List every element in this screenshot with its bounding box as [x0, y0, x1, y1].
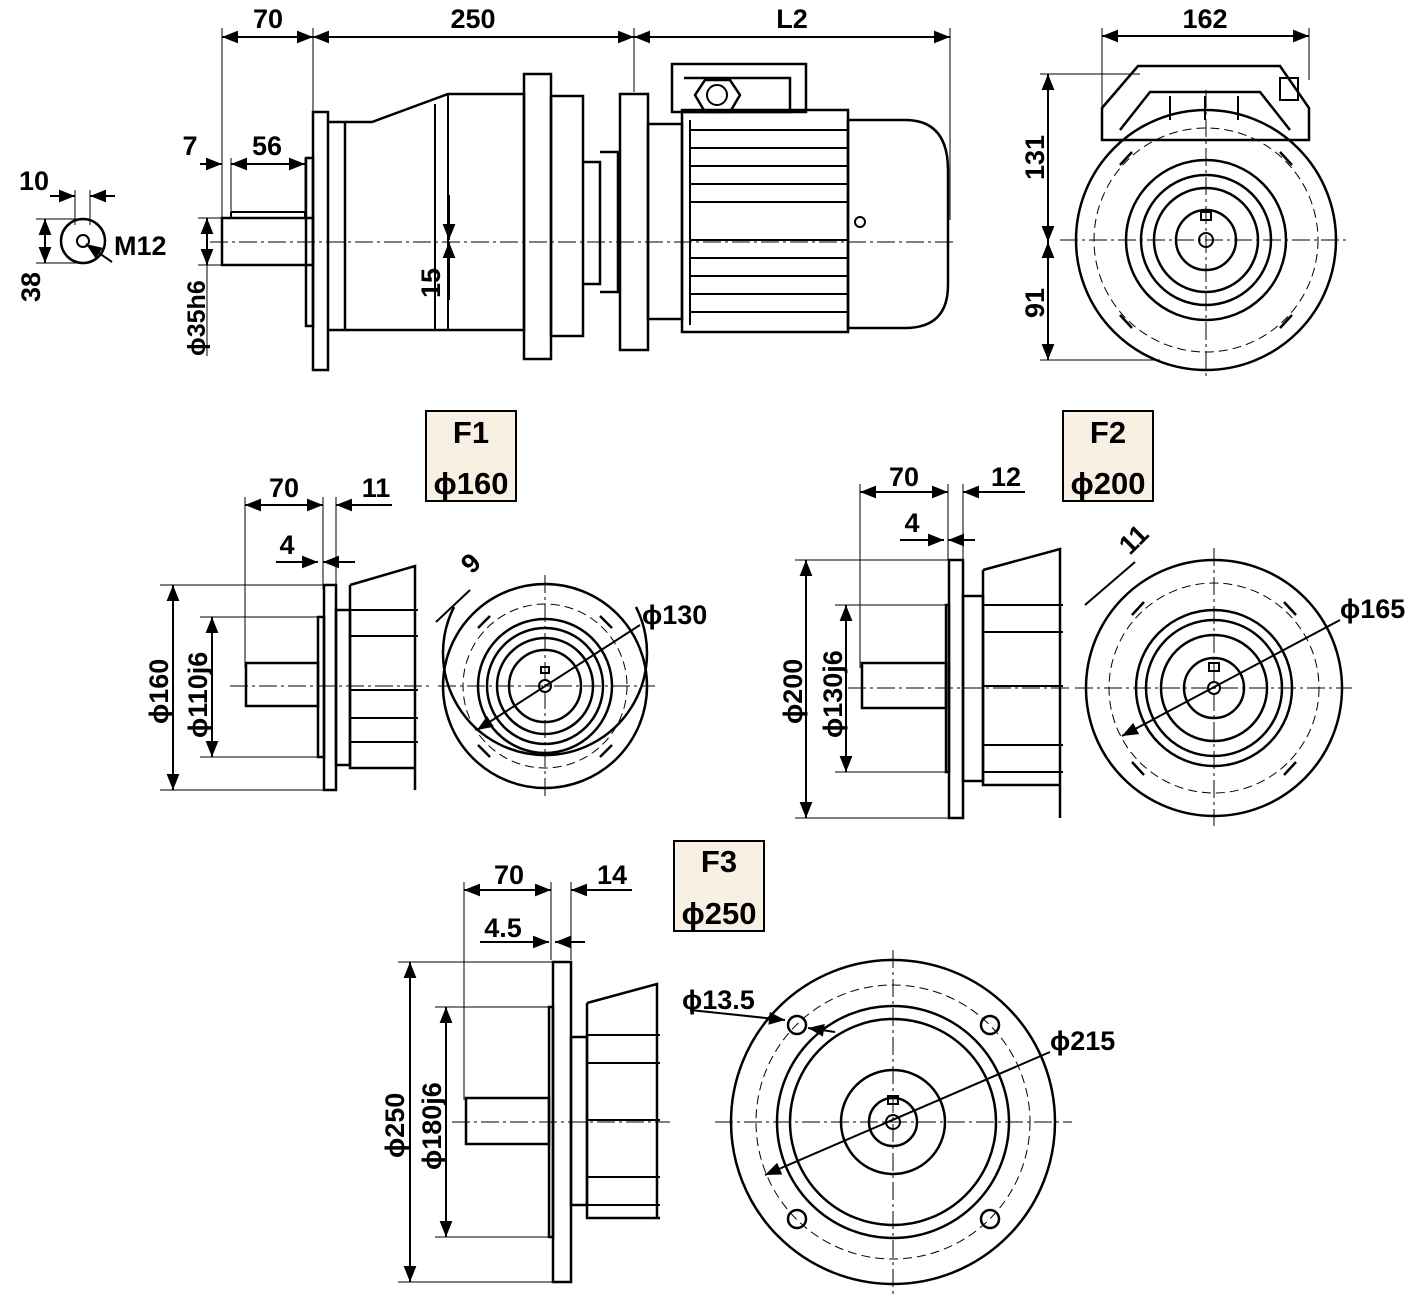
f2-dim-pcd: ϕ165	[1340, 594, 1405, 624]
f2-dim-slot: 11	[1113, 519, 1154, 560]
f1-code: F1	[453, 415, 489, 450]
dim-56: 56	[252, 131, 282, 161]
f3-dim-pilot: ϕ180j6	[417, 1082, 447, 1170]
f2-dim-outer: ϕ200	[778, 659, 808, 724]
f2-size: ϕ200	[1071, 466, 1146, 501]
f1-size: ϕ160	[434, 466, 509, 501]
cooling-fins	[689, 120, 848, 325]
dim-91: 91	[1020, 288, 1050, 318]
key-detail: 10 38 M12	[16, 166, 167, 302]
dim-key-38: 38	[16, 272, 46, 302]
f3-dim-thick: 14	[597, 860, 627, 890]
main-side-view: 70 250 L2 7 56 ϕ35h6 15	[182, 4, 955, 372]
dim-70: 70	[253, 4, 283, 34]
f3-dim-outer: ϕ250	[380, 1093, 410, 1158]
f2-dim-pilot: ϕ130j6	[818, 650, 848, 738]
flange-f2: F2 ϕ200 70 12 4 ϕ200 ϕ130j6	[778, 410, 1405, 826]
f3-dim-spigot: 4.5	[484, 913, 522, 943]
f3-size: ϕ250	[682, 896, 757, 931]
earth-screw-icon	[854, 216, 866, 228]
f2-code: F2	[1090, 415, 1126, 450]
dim-key-10: 10	[19, 166, 49, 196]
end-view: 162 131 91	[1020, 4, 1350, 380]
cable-gland-icon	[693, 78, 742, 114]
f3-dim-pcd: ϕ215	[1050, 1026, 1115, 1056]
bolt-hole	[786, 1014, 808, 1036]
f1-dim-slot: 9	[455, 547, 487, 579]
flange-f3: F3 ϕ250 70 14 4.5 ϕ250 ϕ180j6	[380, 840, 1115, 1295]
f1-dim-spigot: 4	[279, 530, 294, 560]
dim-shaft-diameter: ϕ35h6	[183, 280, 211, 356]
bolt-hole	[979, 1014, 1001, 1036]
dim-15: 15	[416, 268, 446, 298]
bolt-hole	[786, 1208, 808, 1230]
dim-250: 250	[450, 4, 495, 34]
f2-dim-thick: 12	[991, 462, 1021, 492]
bolt-hole	[979, 1208, 1001, 1230]
f2-dim-spigot: 4	[904, 508, 919, 538]
thread-label: M12	[114, 231, 167, 261]
f1-dim-70: 70	[269, 473, 299, 503]
f2-dim-70: 70	[889, 462, 919, 492]
flange-f1: F1 ϕ160 70 11 4 ϕ160 ϕ110j6	[144, 410, 707, 800]
dim-162: 162	[1182, 4, 1227, 34]
f1-dim-pcd: ϕ130	[642, 600, 707, 630]
f1-dim-outer: ϕ160	[144, 659, 174, 724]
f1-label-box	[425, 410, 517, 502]
f3-dim-70: 70	[494, 860, 524, 890]
dim-l2: L2	[776, 4, 808, 34]
f1-dim-thick: 11	[362, 473, 391, 503]
f2-label-box	[1062, 410, 1154, 502]
f3-label-box	[673, 840, 765, 932]
f3-dim-hole: ϕ13.5	[682, 985, 755, 1015]
f3-code: F3	[701, 844, 737, 879]
dim-7: 7	[182, 131, 197, 161]
f1-dim-pilot: ϕ110j6	[183, 652, 213, 738]
dim-131: 131	[1020, 135, 1050, 180]
